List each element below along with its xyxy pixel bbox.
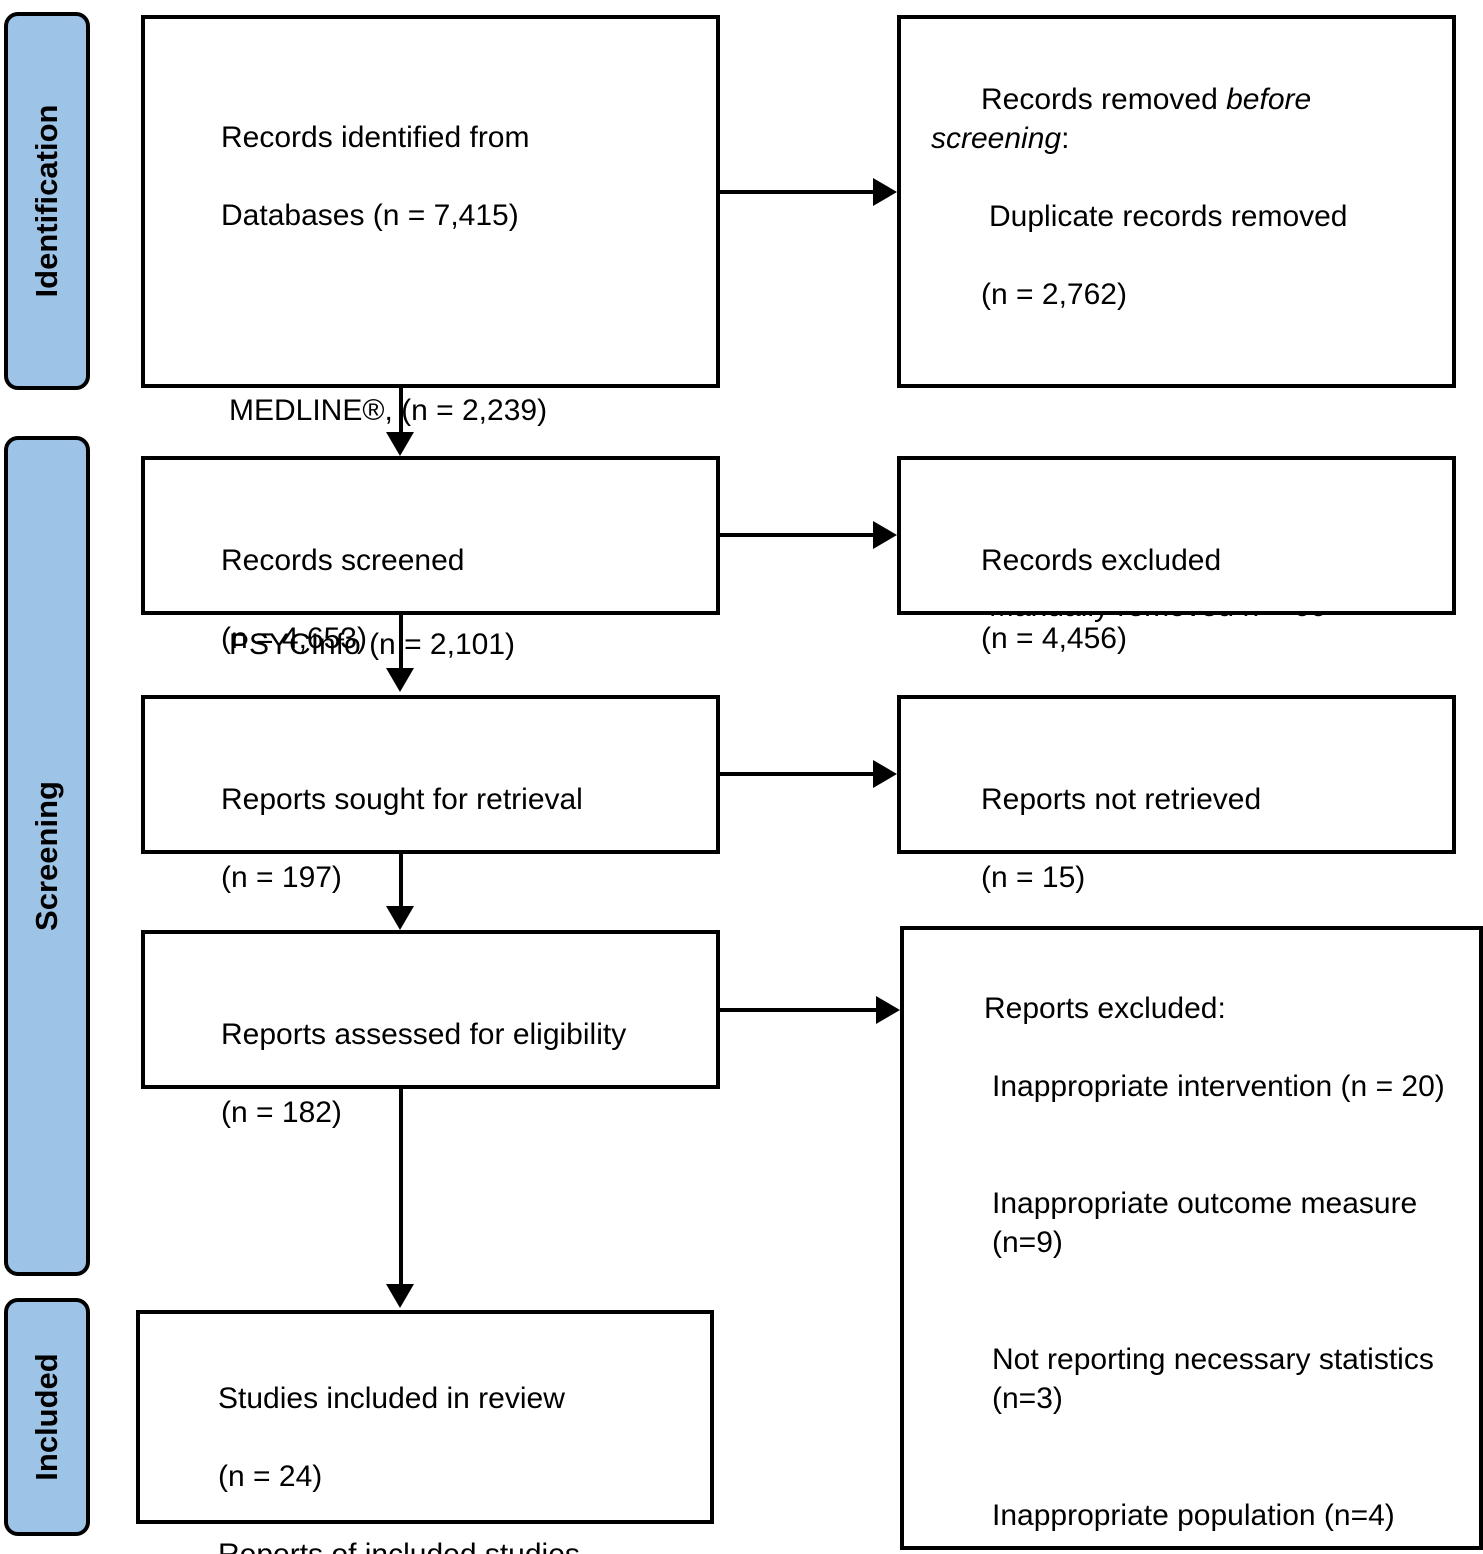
stage-identification: Identification	[4, 12, 90, 390]
arrowhead-sought-to-assessed	[386, 906, 414, 930]
box-records-screened-text: Records screened (n = 4,653)	[171, 502, 702, 697]
arrowhead-screened-to-excluded	[873, 521, 897, 549]
box-records-excluded-text: Records excluded (n = 4,456)	[931, 502, 1438, 697]
reports-not-retrieved-count: (n = 15)	[981, 861, 1086, 894]
reports-assessed-label: Reports assessed for eligibility	[221, 1018, 627, 1051]
box-reports-not-retrieved-text: Reports not retrieved (n = 15)	[931, 741, 1438, 936]
arrowhead-assessed-to-included	[386, 1284, 414, 1308]
stage-screening-label: Screening	[29, 781, 64, 931]
reports-excluded-title: Reports excluded:	[984, 992, 1226, 1025]
records-excluded-label: Records excluded	[981, 544, 1222, 577]
box-reports-sought-text: Reports sought for retrieval (n = 197)	[171, 741, 702, 936]
removed-lead-italic: before screening	[931, 83, 1320, 155]
stage-included: Included	[4, 1298, 90, 1536]
box-reports-assessed: Reports assessed for eligibility (n = 18…	[141, 930, 720, 1129]
box-records-excluded: Records excluded (n = 4,456)	[897, 456, 1456, 655]
connector-assessed-to-included	[399, 1089, 403, 1287]
reports-sought-label: Reports sought for retrieval	[221, 783, 583, 816]
box-records-removed-before-screening: Records removed before screening: Duplic…	[897, 15, 1456, 623]
source-medline: MEDLINE®, (n = 2,239)	[229, 394, 548, 427]
records-screened-label: Records screened	[221, 544, 465, 577]
connector-sought-to-assessed	[399, 854, 403, 910]
arrowhead-identified-to-screened	[386, 432, 414, 456]
studies-included-label: Studies included in review	[218, 1382, 565, 1415]
arrowhead-screened-to-sought	[386, 668, 414, 692]
studies-included-count: (n = 24)	[218, 1460, 323, 1493]
box-records-identified: Records identified from Databases (n = 7…	[141, 15, 720, 661]
duplicate-records-removed-count: (n = 2,762)	[981, 278, 1127, 311]
reports-not-retrieved-label: Reports not retrieved	[981, 783, 1262, 816]
records-screened-count: (n = 4,653)	[221, 622, 367, 655]
reports-sought-count: (n = 197)	[221, 861, 342, 894]
box-reports-excluded: Reports excluded: Inappropriate interven…	[900, 926, 1483, 1550]
reports-of-included-studies-label: Reports of included studies	[218, 1538, 580, 1554]
connector-assessed-to-excluded	[720, 1008, 876, 1012]
records-identified-title: Records identified from	[221, 121, 530, 154]
source-psycinfo: PSYCInfo (n = 2,101)	[229, 628, 515, 661]
box-reports-excluded-text: Reports excluded: Inappropriate interven…	[934, 950, 1471, 1554]
arrowhead-identified-to-removed	[873, 178, 897, 206]
removed-lead-plain: Records removed	[981, 83, 1227, 116]
box-reports-sought: Reports sought for retrieval (n = 197)	[141, 695, 720, 894]
reports-assessed-count: (n = 182)	[221, 1096, 342, 1129]
duplicate-records-removed-label: Duplicate records removed	[989, 200, 1348, 233]
exclusion-reason-inappropriate-population: Inappropriate population (n=4)	[992, 1499, 1395, 1532]
box-reports-not-retrieved: Reports not retrieved (n = 15)	[897, 695, 1456, 894]
exclusion-reason-inappropriate-outcome-measure: Inappropriate outcome measure (n=9)	[992, 1187, 1426, 1259]
connector-screened-to-sought	[399, 615, 403, 670]
stage-identification-label: Identification	[29, 104, 64, 298]
connector-screened-to-excluded	[720, 533, 873, 537]
box-records-screened: Records screened (n = 4,653)	[141, 456, 720, 655]
connector-identified-to-screened	[399, 388, 403, 435]
stage-included-label: Included	[29, 1353, 64, 1481]
arrowhead-sought-to-not-retrieved	[873, 760, 897, 788]
exclusion-reason-not-reporting-statistics: Not reporting necessary statistics (n=3)	[992, 1343, 1443, 1415]
stage-screening: Screening	[4, 436, 90, 1276]
exclusion-reason-inappropriate-intervention: Inappropriate intervention (n = 20)	[992, 1070, 1445, 1103]
box-reports-assessed-text: Reports assessed for eligibility (n = 18…	[171, 976, 702, 1171]
arrowhead-assessed-to-excluded	[876, 996, 900, 1024]
records-excluded-count: (n = 4,456)	[981, 622, 1127, 655]
box-studies-included: Studies included in review (n = 24) Repo…	[136, 1310, 714, 1554]
connector-sought-to-not-retrieved	[720, 772, 873, 776]
box-studies-included-text: Studies included in review (n = 24) Repo…	[168, 1340, 696, 1554]
removed-lead-colon: :	[1061, 122, 1070, 155]
connector-identified-to-removed	[720, 190, 873, 194]
records-identified-total: Databases (n = 7,415)	[221, 199, 519, 232]
